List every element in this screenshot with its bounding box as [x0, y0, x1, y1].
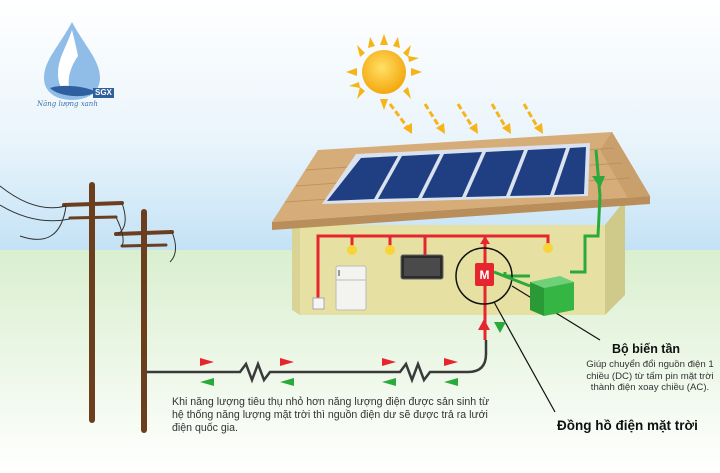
- arrow-down-icon: [592, 176, 605, 188]
- solar-panel-icon: [322, 143, 590, 204]
- inverter-title: Bộ biến tần: [612, 342, 681, 356]
- arrow-left-icon: [200, 378, 458, 386]
- power-outlet-icon: [312, 297, 325, 310]
- house: [292, 200, 625, 315]
- meter-title: Đồng hồ điện mặt trời: [557, 418, 698, 433]
- power-lines: [0, 185, 176, 263]
- electric-meter-icon: [475, 263, 494, 286]
- inverter-icon: [530, 276, 574, 316]
- grid-note: Khi năng lượng tiêu thụ nhỏ hơn năng lượ…: [172, 396, 490, 434]
- meter-symbol: M: [480, 268, 490, 282]
- arrow-down-icon: [494, 322, 506, 333]
- inverter-description: Giúp chuyển đổi nguồn điện 1 chiều (DC) …: [586, 359, 714, 394]
- utility-pole-icon: [62, 182, 174, 433]
- arrow-right-icon: [200, 358, 458, 366]
- logo-tagline: Năng lượng xanh: [37, 100, 98, 108]
- sun-rays: [388, 103, 543, 134]
- grid-cable: [147, 340, 488, 384]
- arrow-up-icon: [478, 319, 490, 330]
- sun-icon: [346, 34, 422, 110]
- arrow-up-icon: [480, 236, 490, 244]
- light-bulb-icon: [347, 243, 553, 255]
- refrigerator-icon: [335, 265, 367, 311]
- logo-drop-icon: [44, 22, 100, 100]
- television-icon: [400, 254, 444, 280]
- logo-initials: SGX: [93, 88, 114, 98]
- inverter-wire: [493, 270, 531, 288]
